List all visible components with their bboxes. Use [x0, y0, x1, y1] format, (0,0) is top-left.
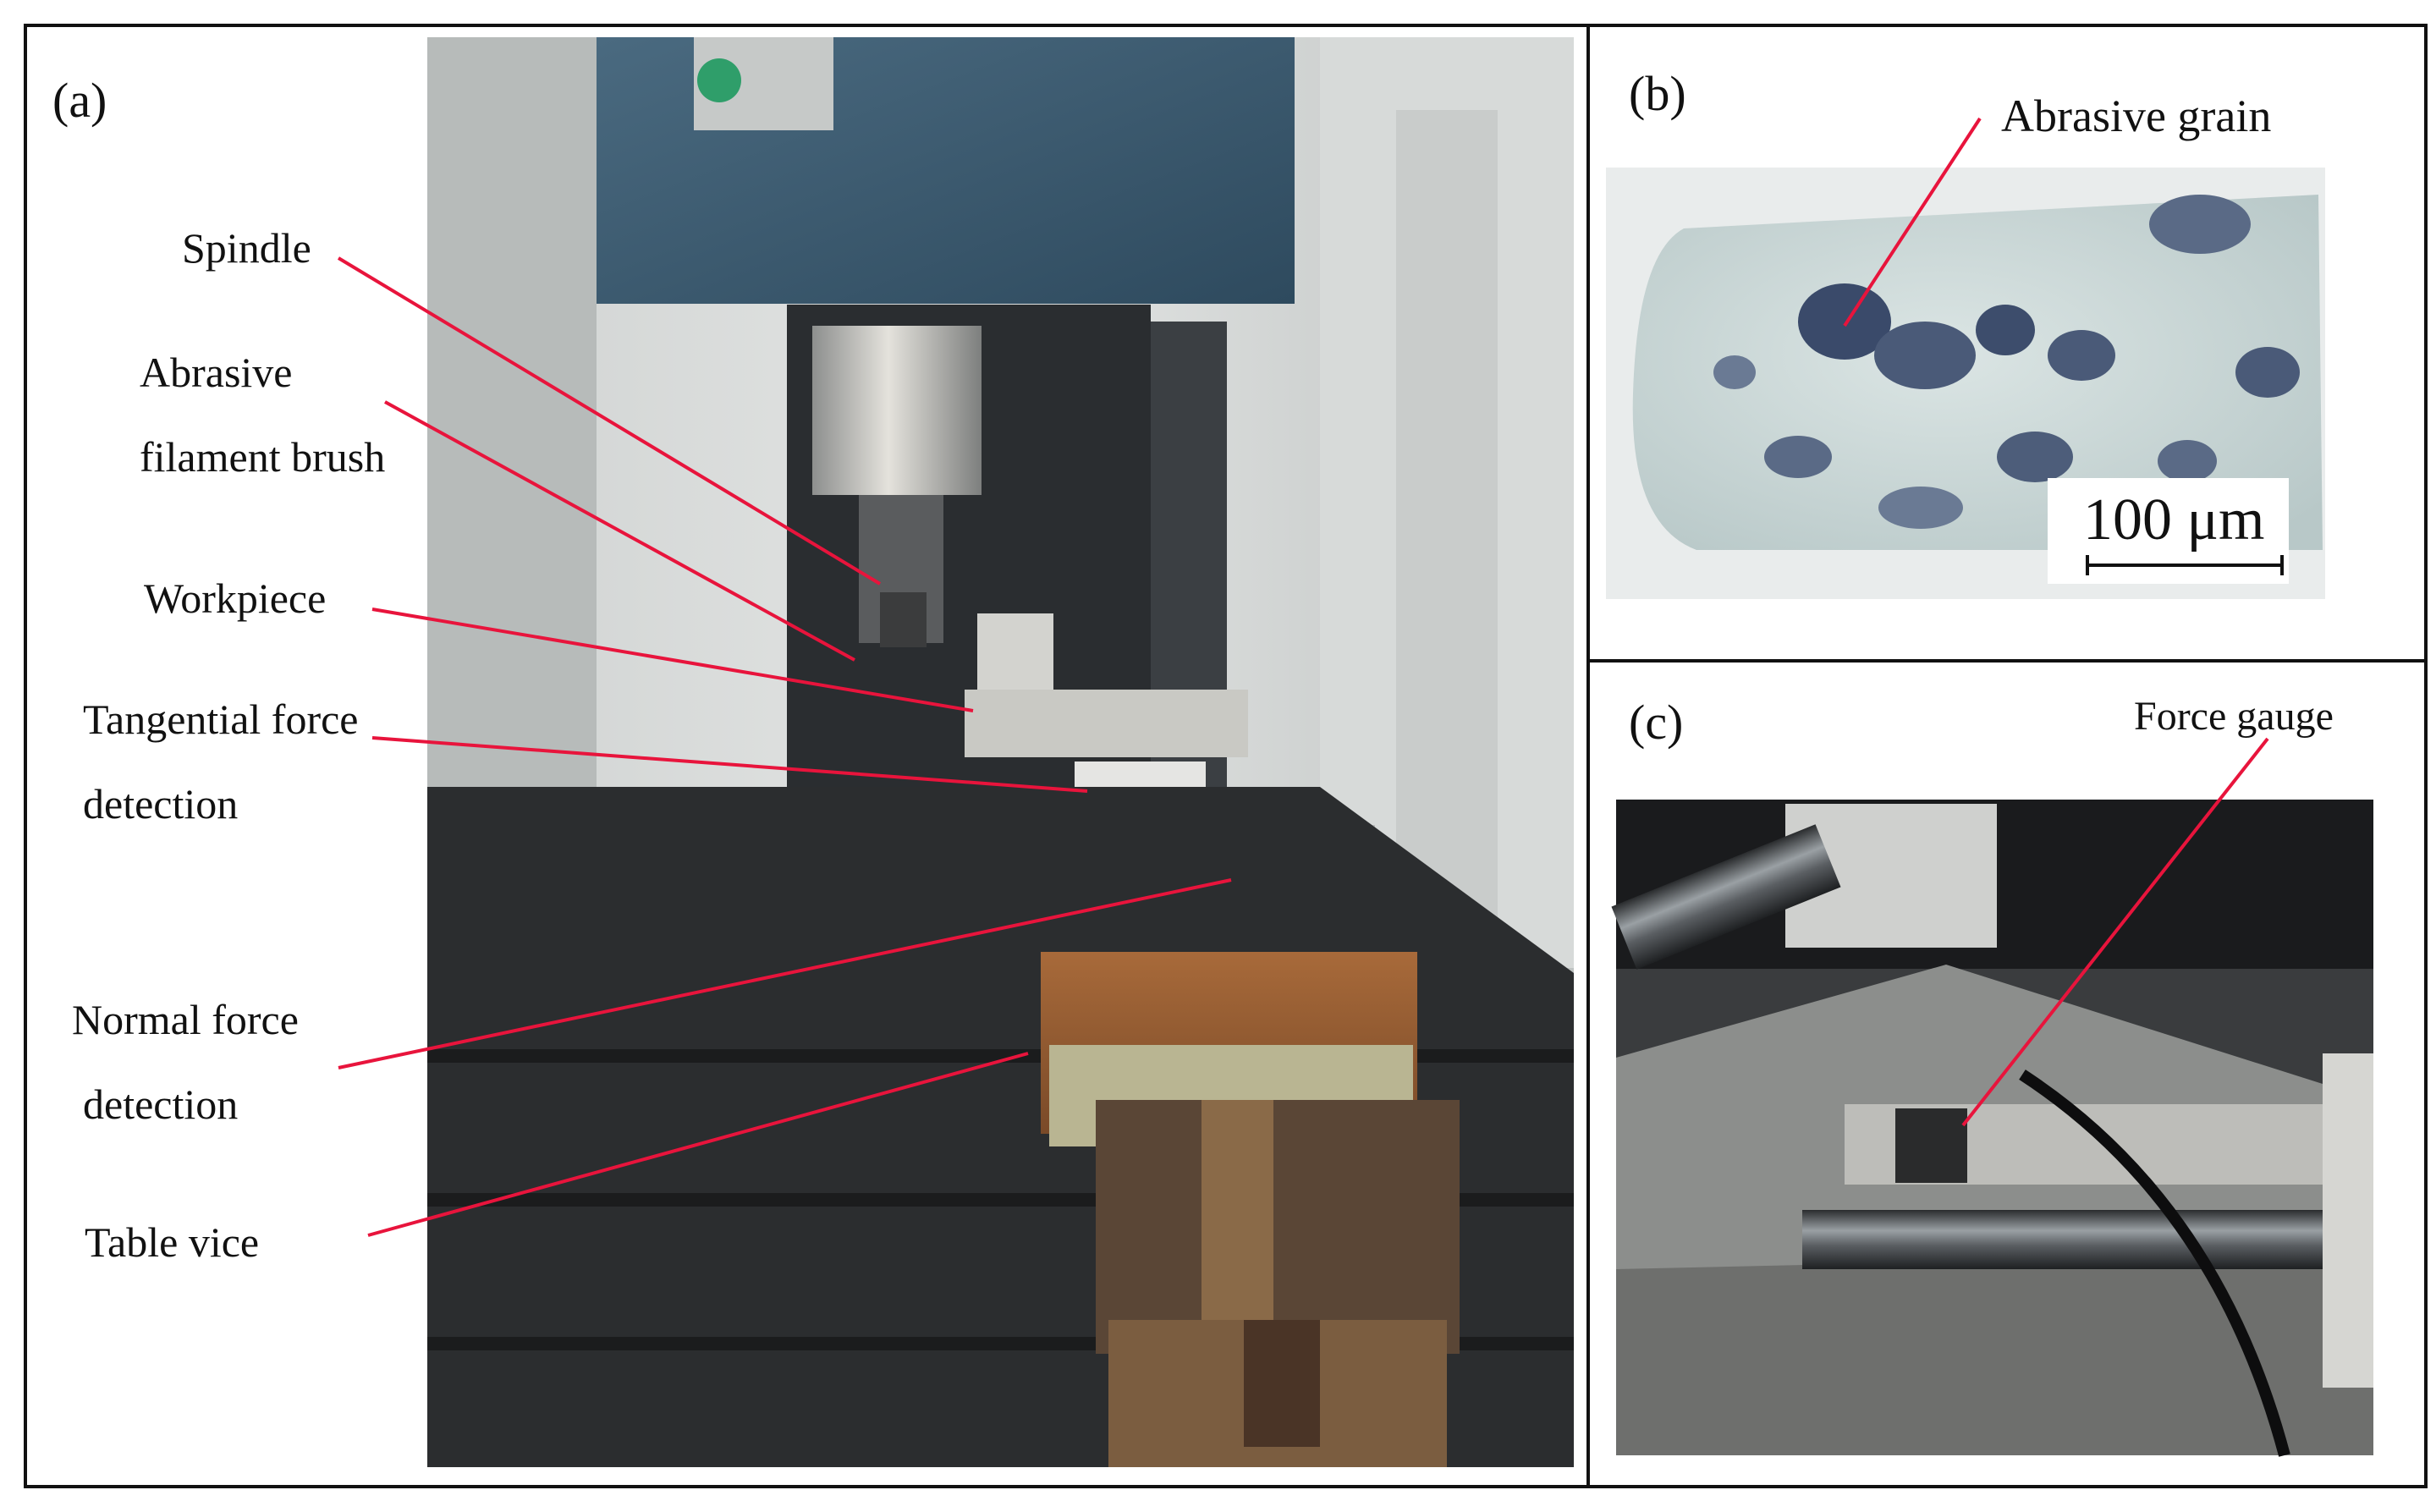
photo-force-gauge — [1611, 800, 2373, 1457]
label-abrasive-brush-line1: Abrasive — [140, 349, 293, 396]
label-abrasive-grain: Abrasive grain — [2001, 91, 2272, 141]
label-workpiece: Workpiece — [144, 575, 327, 622]
panel-label-a: (a) — [52, 73, 107, 128]
photo-machine-setup — [427, 37, 1574, 1467]
label-abrasive-brush-line2: filament brush — [140, 433, 386, 481]
callout-line-tangential — [371, 736, 1088, 793]
panel-label-b: (b) — [1629, 66, 1686, 121]
label-spindle: Spindle — [182, 224, 311, 272]
photo-abrasive-filament — [1606, 168, 2325, 599]
callout-line-grain — [1843, 117, 1982, 327]
callout-line-spindle — [337, 256, 882, 586]
callout-line-force-gauge — [1961, 737, 2269, 1127]
label-force-gauge: Force gauge — [2134, 694, 2334, 739]
callout-lines — [337, 117, 2269, 1237]
scale-bar-label: 100 μm — [2083, 487, 2265, 553]
figure-frames — [24, 24, 2428, 1488]
callout-line-brush — [384, 400, 855, 662]
label-tangential-line2: detection — [83, 780, 239, 827]
panel-label-c: (c) — [1629, 695, 1684, 750]
label-normal-line2: detection — [83, 1080, 239, 1128]
callout-line-workpiece — [371, 608, 974, 712]
label-tangential-line1: Tangential force — [83, 696, 359, 743]
callout-line-vice — [367, 1052, 1029, 1237]
callout-line-normal — [338, 878, 1232, 1069]
label-normal-line1: Normal force — [72, 996, 299, 1043]
label-table-vice: Table vice — [85, 1218, 260, 1266]
